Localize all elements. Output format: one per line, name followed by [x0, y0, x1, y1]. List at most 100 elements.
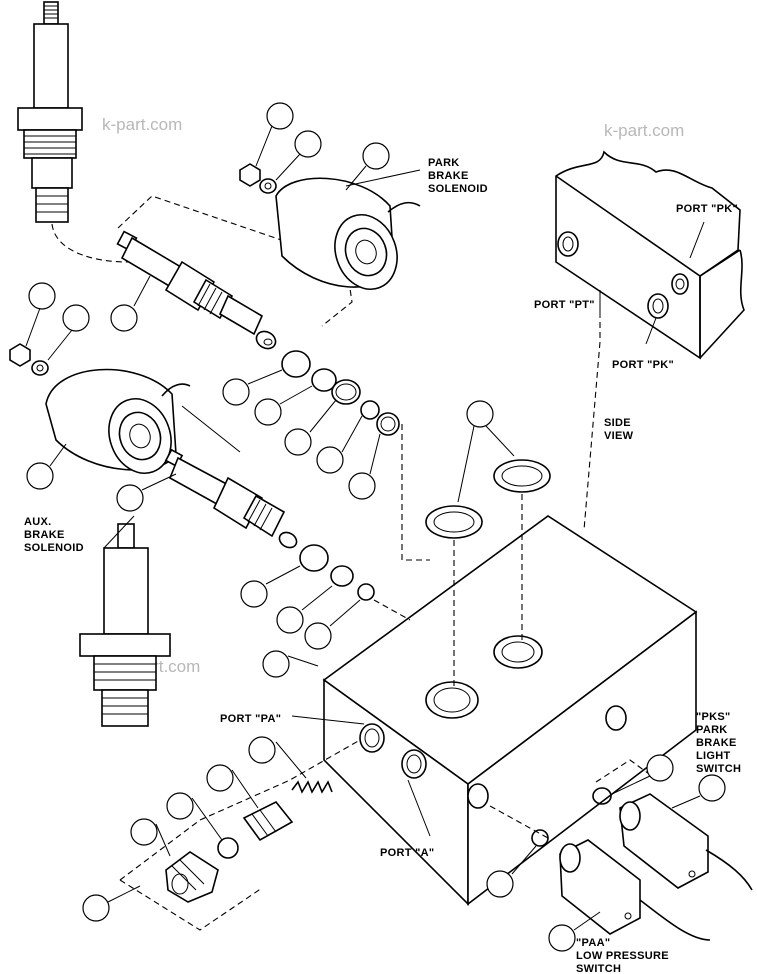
- label-line: PARK: [428, 157, 460, 169]
- port-pk-bottom-label: PORT "PK": [612, 359, 674, 371]
- callout-bubble: [222, 378, 250, 406]
- callout-bubble: [698, 774, 726, 802]
- callout-bubble: [646, 754, 674, 782]
- fitting-outline: [119, 739, 361, 931]
- fitting-o-ring: [217, 837, 239, 859]
- label-line: PARK: [696, 724, 728, 736]
- upper-valve-stem: [17, 1, 83, 223]
- callout-bubble: [130, 818, 158, 846]
- nut-upper: [239, 163, 261, 187]
- callout-bubble: [276, 606, 304, 634]
- label-line: SOLENOID: [428, 183, 488, 195]
- callout-bubble: [82, 894, 110, 922]
- label-line: AUX.: [24, 516, 51, 528]
- label-line: SIDE: [604, 417, 631, 429]
- spring: [291, 780, 333, 794]
- watermark-2: k-part.com: [604, 121, 684, 140]
- paa-leader: [489, 805, 549, 839]
- callout-bubble: [262, 650, 290, 678]
- label-line: SOLENOID: [24, 542, 84, 554]
- port-pt-hole: [557, 231, 579, 257]
- callout-bubble: [62, 304, 90, 332]
- block-side-port: [467, 783, 489, 809]
- callout-bubble: [240, 580, 268, 608]
- callout-bubble: [110, 304, 138, 332]
- callout-bubble: [548, 924, 576, 952]
- label-line: BRAKE: [428, 170, 469, 182]
- label-line: "PKS": [696, 711, 731, 723]
- label-line: BRAKE: [24, 529, 65, 541]
- block-right-port: [605, 705, 627, 731]
- seal-leaders: [453, 494, 523, 690]
- nut-lower: [9, 343, 31, 367]
- valve-block: [322, 515, 698, 906]
- check-poppet: [242, 800, 294, 842]
- upper-stem-leader: [51, 223, 129, 263]
- lower-valve-stem: [79, 523, 171, 727]
- label-line: LOW PRESSURE: [576, 950, 669, 962]
- aux-brake-solenoid: [45, 368, 191, 474]
- callout-bubble: [206, 764, 234, 792]
- o-ring-3: [360, 400, 380, 420]
- side-view-leader: [583, 322, 601, 531]
- label-line: "PAA": [576, 937, 610, 949]
- park-brake-solenoid-label: PARK BRAKE SOLENOID: [428, 157, 488, 195]
- callout-bubble: [486, 870, 514, 898]
- fitting: [165, 851, 219, 903]
- pks-switch-label: "PKS" PARK BRAKE LIGHT SWITCH: [696, 711, 741, 775]
- watermark-1: k-part.com: [102, 115, 182, 134]
- o-ring-6: [357, 583, 375, 601]
- callout-bubble: [362, 142, 390, 170]
- callout-bubble: [266, 102, 294, 130]
- block-top-port-2: [493, 635, 543, 669]
- callout-bubble: [248, 736, 276, 764]
- callout-bubbles: [26, 102, 726, 952]
- o-ring-1: [281, 350, 311, 378]
- callout-leaders: [25, 125, 705, 931]
- callout-bubble: [254, 398, 282, 426]
- paa-o-ring: [531, 829, 549, 847]
- label-line: LIGHT: [696, 750, 731, 762]
- o-ring-2: [311, 368, 337, 392]
- label-line: VIEW: [604, 430, 634, 442]
- callout-bubble: [466, 400, 494, 428]
- paa-switch-label: "PAA" LOW PRESSURE SWITCH: [576, 937, 672, 974]
- aux-brake-solenoid-label: AUX. BRAKE SOLENOID: [24, 516, 84, 554]
- callout-bubble: [304, 622, 332, 650]
- upper-cartridge-valve: [116, 230, 277, 350]
- pks-switch: [619, 793, 753, 891]
- callout-bubble: [116, 484, 144, 512]
- callout-bubble: [28, 282, 56, 310]
- port-pk-hole-top: [671, 273, 689, 295]
- lower-rings-leader: [373, 599, 411, 621]
- o-ring-4: [299, 544, 329, 572]
- park-brake-solenoid: [275, 177, 421, 290]
- port-a-label: PORT "A": [380, 847, 434, 859]
- seal-ring-2: [493, 459, 551, 493]
- o-ring-5: [330, 565, 354, 587]
- label-line: SWITCH: [576, 963, 621, 974]
- side-view-block: [555, 150, 745, 360]
- paa-switch: [559, 839, 711, 941]
- callout-bubble: [26, 462, 54, 490]
- label-line: BRAKE: [696, 737, 737, 749]
- lower-cartridge-valve: [164, 448, 298, 549]
- callout-bubble: [166, 792, 194, 820]
- backup-ring-1: [331, 379, 361, 405]
- callout-bubble: [316, 446, 344, 474]
- callout-bubble: [294, 130, 322, 158]
- callout-bubble: [348, 472, 376, 500]
- port-a-hole: [401, 749, 427, 779]
- washer-upper: [259, 178, 277, 194]
- port-pt-label: PORT "PT": [534, 299, 595, 311]
- seal-ring-1: [425, 505, 483, 539]
- pks-o-ring: [592, 787, 612, 805]
- callout-bubble: [284, 428, 312, 456]
- port-pa-hole: [359, 723, 385, 753]
- backup-ring-2: [376, 412, 400, 436]
- label-line: SWITCH: [696, 763, 741, 775]
- side-view-label: SIDE VIEW: [604, 417, 634, 442]
- washer-lower: [31, 360, 49, 376]
